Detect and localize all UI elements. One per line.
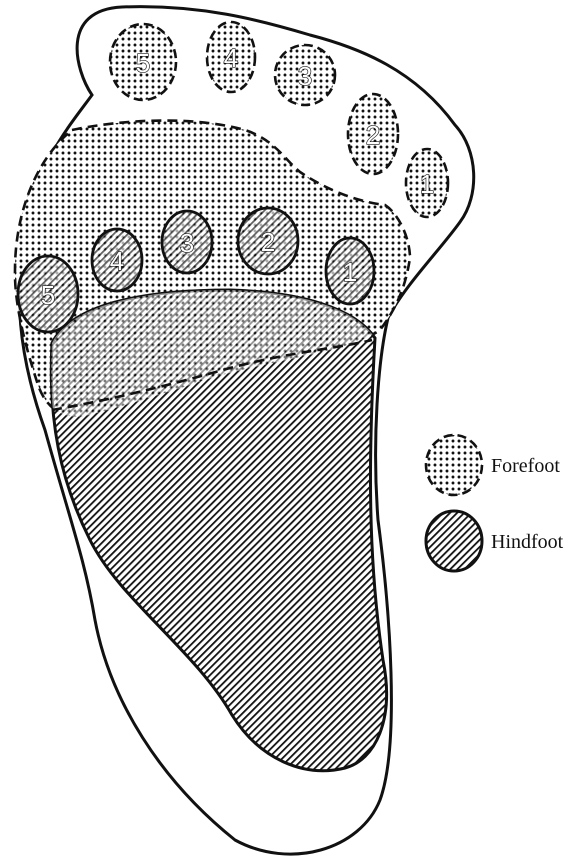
hindfoot-swatch <box>426 511 482 571</box>
metatarsal-1-label: 1 <box>343 257 357 287</box>
metatarsal-4: 4 <box>92 229 142 291</box>
metatarsal-5-label: 5 <box>41 280 55 310</box>
metatarsal-1: 1 <box>326 238 374 304</box>
toe-3: 3 <box>275 45 335 105</box>
toe-2-label: 2 <box>366 120 380 150</box>
metatarsal-2-label: 2 <box>261 227 275 257</box>
toe-3-label: 3 <box>298 61 312 91</box>
metatarsal-2: 2 <box>238 208 298 274</box>
legend-forefoot-label: Forefoot <box>491 455 560 477</box>
toe-5: 5 <box>110 24 176 100</box>
forefoot-swatch <box>426 435 482 495</box>
metatarsal-5: 5 <box>18 256 78 332</box>
legend-hindfoot: Hindfoot <box>426 511 564 571</box>
toe-4-label: 4 <box>224 43 238 73</box>
legend-forefoot: Forefoot <box>426 435 560 495</box>
metatarsal-3-label: 3 <box>180 228 194 258</box>
toe-1-label: 1 <box>420 169 434 199</box>
toe-4: 4 <box>207 22 255 92</box>
metatarsal-4-label: 4 <box>110 246 124 276</box>
toe-5-label: 5 <box>136 48 150 78</box>
toe-2: 2 <box>348 94 398 174</box>
metatarsal-3: 3 <box>162 211 212 273</box>
toe-1: 1 <box>406 149 448 217</box>
legend-hindfoot-label: Hindfoot <box>491 531 564 553</box>
legend: Forefoot Hindfoot <box>426 435 564 571</box>
